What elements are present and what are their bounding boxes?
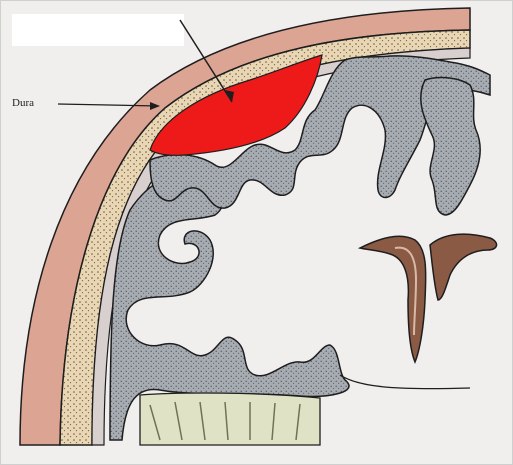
label-cover-box: [12, 14, 184, 46]
cerebellum: [140, 393, 320, 445]
dura-label: Dura: [12, 97, 34, 109]
